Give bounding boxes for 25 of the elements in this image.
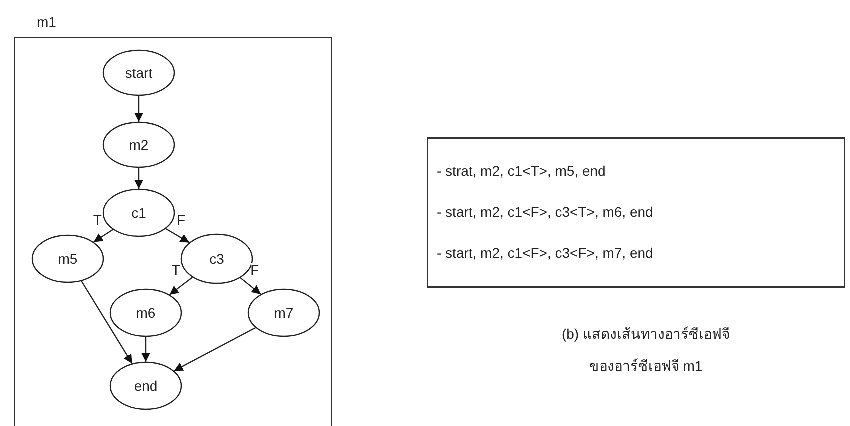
path-list-box: [427, 137, 845, 288]
path-text: - start, m2, c1<F>, c3<F>, m7, end: [437, 245, 654, 261]
arrow: [93, 229, 114, 243]
flow-ellipse: m5: [32, 235, 104, 283]
arrow: [134, 168, 144, 189]
arrow: [174, 327, 256, 372]
flow-ellipse: c1: [103, 189, 175, 237]
path-text: - strat, m2, c1<T>, m5, end: [437, 163, 606, 179]
flow-ellipse: m6: [110, 289, 182, 337]
arrow: [81, 280, 133, 364]
flow-ellipse: c3: [181, 234, 253, 284]
flow-ellipse: m2: [103, 122, 175, 168]
flow-ellipse: start: [103, 50, 175, 96]
path-text: - start, m2, c1<F>, c3<T>, m6, end: [437, 204, 654, 220]
arrow: [166, 228, 190, 244]
frame-title: m1: [37, 14, 56, 30]
flow-ellipse: m7: [248, 289, 320, 337]
flow-ellipse: end: [110, 362, 182, 410]
arrow: [240, 277, 262, 295]
arrow: [169, 276, 194, 296]
caption: (b) แสดงเส้นทางอาร์ซีเอฟจี ของอาร์ซีเอฟจี m1: [560, 325, 731, 376]
arrow: [134, 96, 144, 122]
edge-label: T: [172, 262, 180, 278]
edge-label: F: [250, 262, 260, 278]
arrow: [142, 337, 150, 362]
